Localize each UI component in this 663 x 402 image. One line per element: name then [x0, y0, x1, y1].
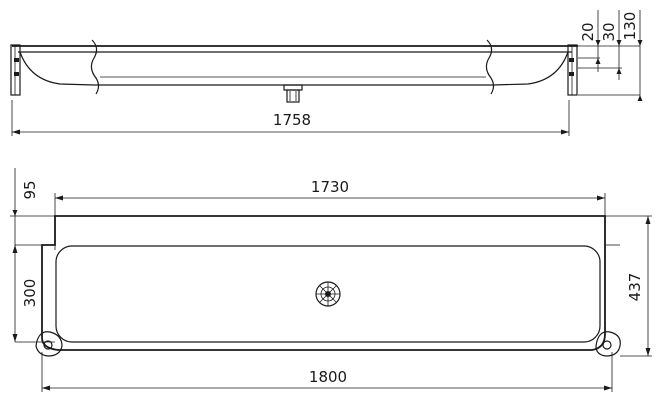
- rim-offset-label: 95: [21, 180, 39, 199]
- overall-width-label: 437: [626, 273, 644, 302]
- left-mount-icon: [35, 331, 63, 357]
- side-length-label: 1758: [273, 111, 311, 129]
- side-view: 1758 20 30 130: [10, 10, 643, 136]
- total-depth-label: 130: [621, 12, 639, 41]
- break-mark-right: [485, 39, 495, 95]
- basin-outline: [41, 215, 606, 351]
- inner-bowl: [55, 245, 601, 343]
- bowl-width-label: 300: [21, 279, 39, 308]
- rim-depth-label: 30: [600, 22, 618, 41]
- right-bracket-icon: [567, 44, 578, 96]
- basin-body-left: [19, 51, 95, 86]
- top-view: 95 1730: [10, 168, 652, 392]
- drain-outlet-icon: [283, 84, 303, 103]
- basin-body-right: [491, 51, 569, 86]
- left-bracket-icon: [10, 44, 21, 96]
- break-mark-left: [90, 39, 100, 95]
- right-mount-icon: [595, 331, 621, 357]
- overall-length-label: 1800: [309, 368, 347, 386]
- drain-grate-icon: [315, 281, 341, 307]
- inner-length-label: 1730: [311, 178, 349, 196]
- rim-thickness-label: 20: [579, 22, 597, 41]
